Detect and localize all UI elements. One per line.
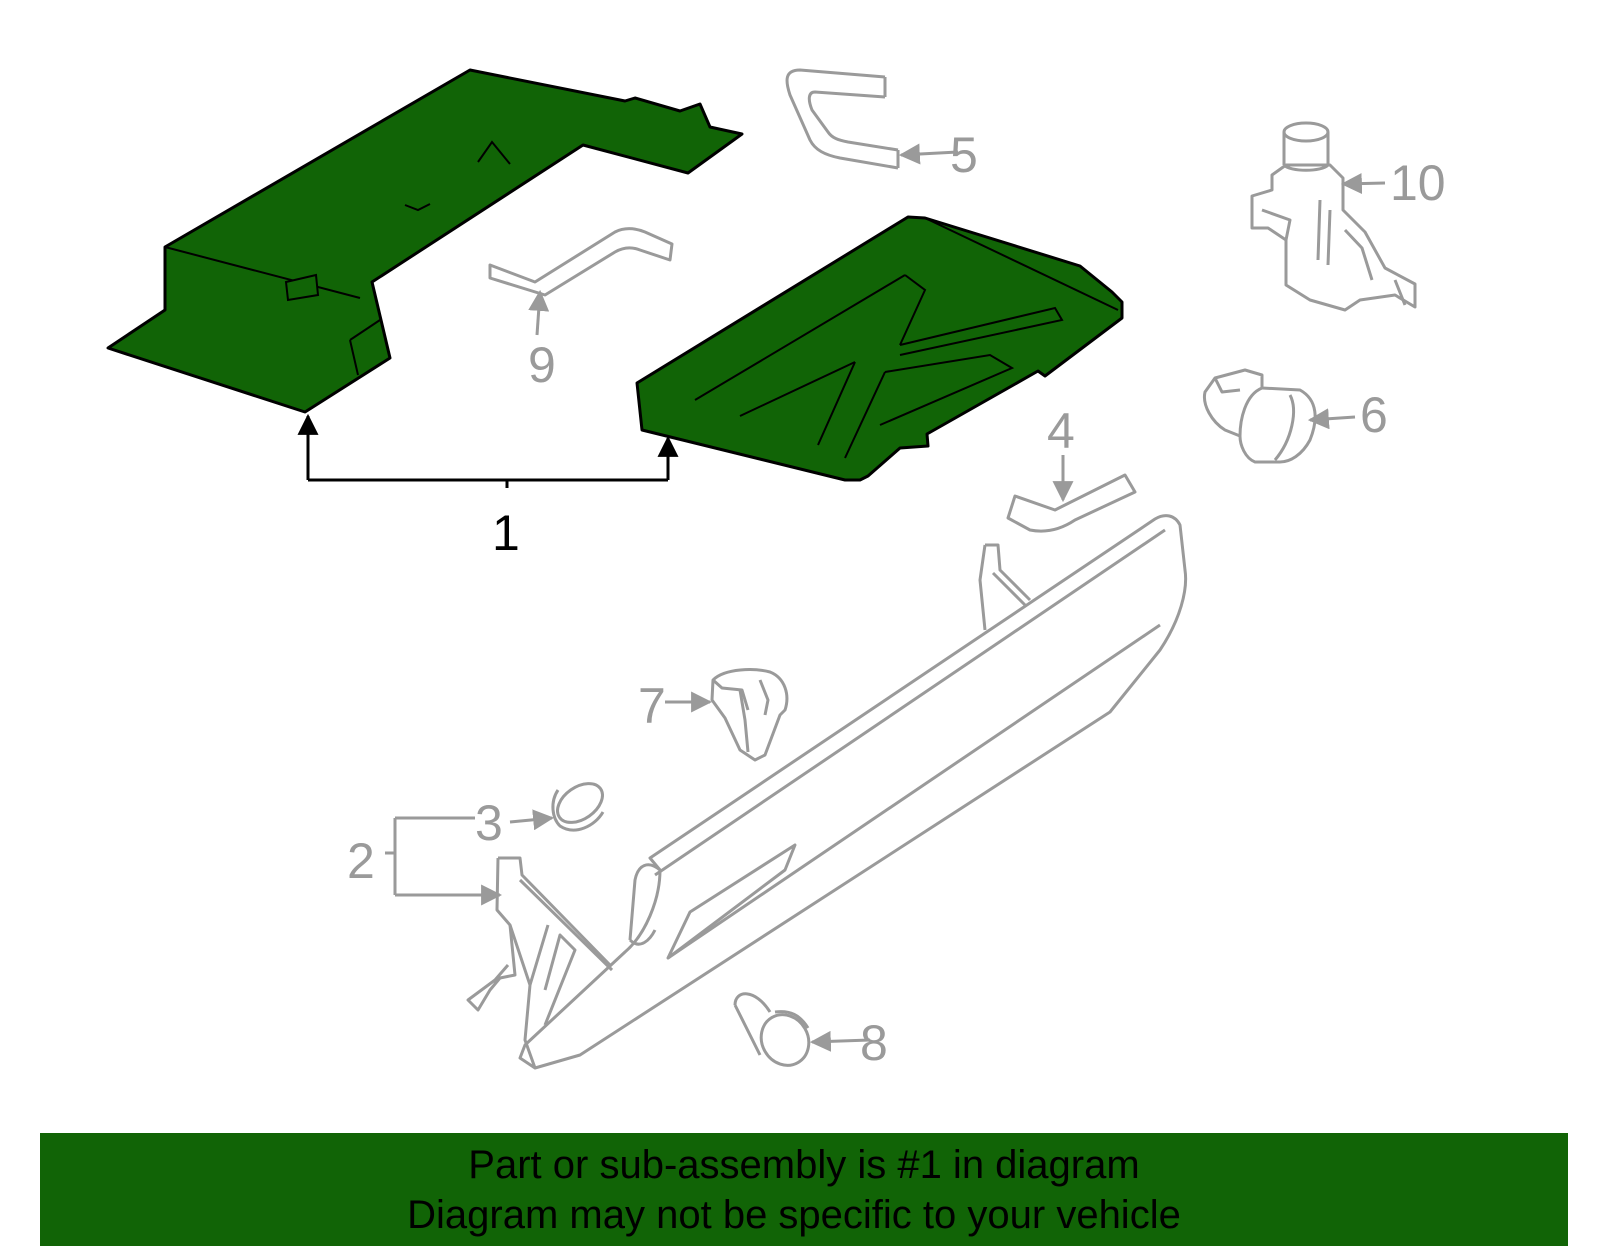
callout-7: 7	[638, 678, 666, 734]
callout-4: 4	[1047, 403, 1075, 459]
callout-9: 9	[528, 337, 556, 393]
banner-line-2: Diagram may not be specific to your vehi…	[407, 1192, 1181, 1237]
part-1-left-panel[interactable]	[106, 68, 744, 414]
info-banner: Part or sub-assembly is #1 in diagram Di…	[40, 1133, 1568, 1246]
part-8-bumper-stop[interactable]	[733, 992, 818, 1074]
part-7-clip[interactable]	[710, 668, 789, 762]
part-5-hose[interactable]	[785, 68, 900, 170]
part-10-latch[interactable]	[1250, 121, 1417, 312]
part-3-cap[interactable]	[550, 776, 609, 832]
leader-lines-gray	[385, 143, 1386, 1052]
part-4-strap[interactable]	[1006, 473, 1137, 533]
leader-part-1	[297, 413, 679, 488]
callout-1: 1	[492, 505, 520, 561]
callout-3: 3	[475, 795, 503, 851]
callout-5: 5	[950, 127, 978, 183]
part-6-bumper[interactable]	[1202, 368, 1317, 464]
callout-2: 2	[347, 833, 375, 889]
callout-10: 10	[1390, 155, 1446, 211]
part-2-glove-box[interactable]	[466, 514, 1188, 1070]
callout-8: 8	[860, 1015, 888, 1071]
part-9-hose[interactable]	[488, 227, 674, 297]
part-1-right-panel[interactable]	[635, 215, 1124, 482]
banner-line-1: Part or sub-assembly is #1 in diagram	[468, 1142, 1140, 1187]
callout-6: 6	[1360, 387, 1388, 443]
